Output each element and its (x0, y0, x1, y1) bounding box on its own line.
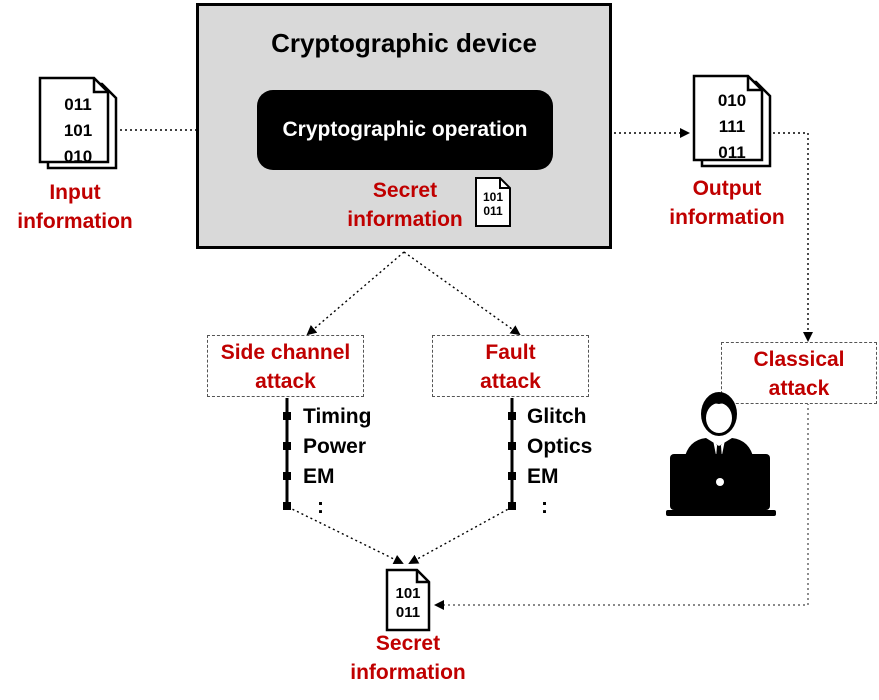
attacker-laptop-icon (666, 388, 776, 516)
list-item: EM (527, 465, 559, 488)
result-label-line1: Secret (375, 632, 441, 655)
fault-to-result-arrow (408, 506, 513, 564)
input-label-line2: information (17, 210, 133, 233)
device-doc-line2: 011 (483, 204, 503, 218)
side-channel-label-line1: Side channel (220, 341, 351, 364)
result-secret-label: Secret information (333, 629, 483, 687)
side-channel-list: Timing Power EM : (303, 402, 371, 522)
output-doc-line: 111 (718, 117, 746, 136)
classical-label-line1: Classical (753, 348, 845, 371)
operation-label: Cryptographic operation (282, 118, 528, 141)
output-doc-line: 010 (717, 91, 747, 110)
result-doc-line1: 101 (395, 585, 421, 602)
output-doc-line: 011 (718, 143, 746, 162)
device-secret-label: Secret information (330, 176, 480, 234)
input-doc-line: 010 (63, 147, 93, 166)
list-item: Glitch (527, 405, 587, 428)
classical-attack-box: Classical attack (721, 342, 877, 404)
cryptographic-operation-box: Cryptographic operation (257, 90, 553, 170)
list-item: Power (303, 435, 367, 458)
input-document-stack-icon: 011 101 010 (36, 76, 120, 170)
input-label: Input information (0, 178, 150, 236)
list-item: EM (303, 465, 335, 488)
result-document-icon: 101 011 (385, 568, 431, 632)
input-doc-line: 011 (64, 95, 92, 114)
fault-label-line2: attack (480, 370, 541, 393)
list-item: Timing (303, 405, 372, 428)
device-to-side-channel-arrow (306, 251, 405, 336)
device-doc-line1: 101 (482, 190, 504, 204)
side-channel-attack-box: Side channel attack (207, 335, 364, 397)
side-channel-label-line2: attack (255, 370, 316, 393)
side-channel-to-result-arrow (287, 506, 404, 564)
output-label: Output information (652, 174, 802, 232)
output-label-line1: Output (692, 177, 762, 200)
device-secret-line2: information (347, 208, 463, 231)
fault-label-line1: Fault (485, 341, 536, 364)
classical-to-result-arrow (434, 403, 809, 610)
list-item: : (541, 495, 548, 518)
device-secret-line1: Secret (372, 179, 438, 202)
input-label-line1: Input (49, 181, 101, 204)
result-doc-line2: 011 (395, 604, 421, 621)
fault-attack-box: Fault attack (432, 335, 589, 397)
result-label-line2: information (350, 661, 466, 684)
list-item: : (317, 495, 324, 518)
device-to-fault-arrow (403, 251, 521, 336)
document-icon: 101 011 (474, 176, 512, 228)
output-to-classical-arrow (773, 132, 813, 342)
list-item: Optics (527, 435, 593, 458)
device-title: Cryptographic device (271, 28, 537, 58)
classical-label-line2: attack (768, 377, 830, 400)
input-doc-line: 101 (63, 121, 93, 140)
output-label-line2: information (669, 206, 785, 229)
output-document-stack-icon: 010 111 011 (690, 74, 774, 168)
fault-list: Glitch Optics EM : (527, 402, 592, 522)
